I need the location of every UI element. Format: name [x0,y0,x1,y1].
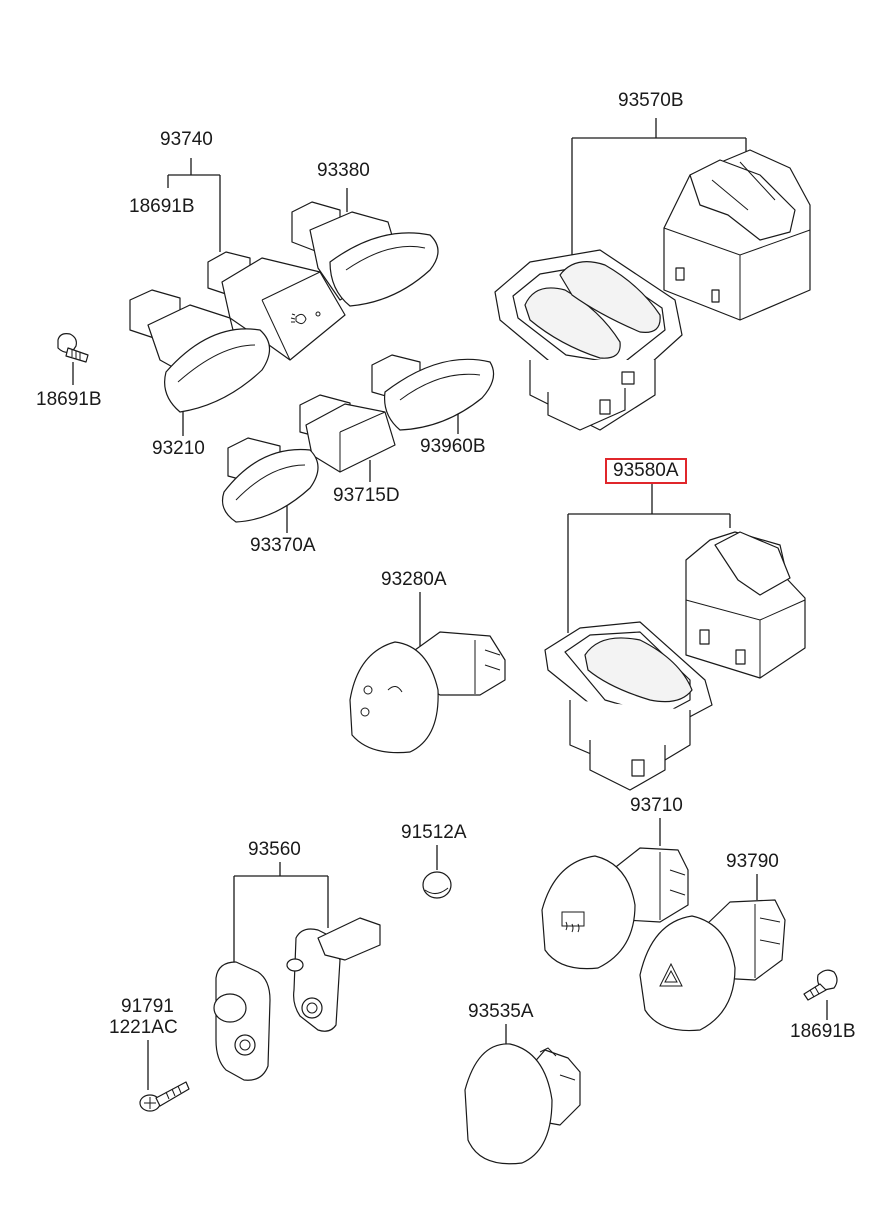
part-label-93740: 93740 [160,129,213,150]
part-label-93790: 93790 [726,851,779,872]
part-91512A-plug [422,871,452,899]
part-label-18691B-left: 18691B [36,389,102,410]
part-label-93570B: 93570B [618,90,684,111]
part-label-93370A: 93370A [250,535,316,556]
part-label-91791: 91791 [121,996,174,1017]
part-label-93535A: 93535A [468,1001,534,1022]
hazard-triangle-icon [659,962,683,987]
part-93580A-switch [544,531,806,791]
fog-light-icon [290,311,321,325]
part-93710-switch [541,847,689,970]
bolt-icon [803,969,838,1001]
part-label-93960B: 93960B [420,436,486,457]
part-93570B-switch [494,149,811,431]
rear-defrost-icon [561,911,585,933]
part-93370A-switch [221,437,319,523]
part-93280A-switch [349,631,506,754]
part-93790-switch [639,899,786,1032]
part-93960B-switch [371,354,495,431]
part-label-91512A: 91512A [401,822,467,843]
part-label-93580A: 93580A [605,458,687,484]
part-label-18691B-top: 18691B [129,196,195,217]
part-93210-switch [129,289,271,413]
part-label-93380: 93380 [317,160,370,181]
part-label-93280A: 93280A [381,569,447,590]
part-93560-switches [213,917,381,1081]
bolt-icon [57,333,89,363]
part-93535A-switch [464,1043,581,1165]
part-93715D-switch [299,394,396,473]
part-label-93715D: 93715D [333,485,400,506]
part-label-93210: 93210 [152,438,205,459]
part-label-93560: 93560 [248,839,301,860]
screw-icon [139,1081,190,1112]
leader-lines [72,118,828,1090]
part-93380-switch [291,201,439,307]
part-label-18691B-right: 18691B [790,1021,856,1042]
part-93740-switch [207,251,346,361]
part-label-93710: 93710 [630,795,683,816]
part-label-1221AC: 1221AC [109,1017,178,1038]
